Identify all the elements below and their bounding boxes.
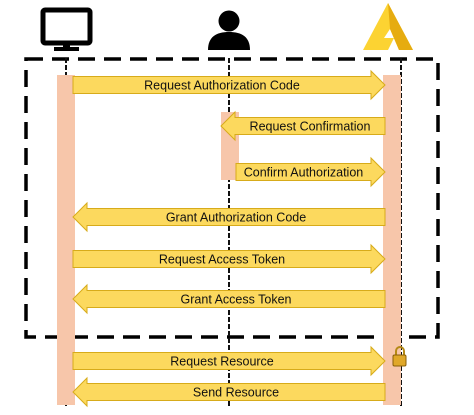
message-arrow: Send Resource [72,376,386,408]
arrow-shape [220,110,386,142]
arrow-shape [72,201,386,233]
message-arrow: Request Confirmation [220,110,386,142]
arrow-shape [235,156,386,188]
arrow-shape [72,69,386,101]
arrow-shape [72,283,386,315]
message-arrow: Request Authorization Code [72,69,386,101]
authorization-frame [24,57,440,339]
lock-icon [392,346,407,367]
message-label: Request Authorization Code [144,79,300,93]
arrow-shape [72,376,386,408]
message-label: Request Confirmation [250,120,371,134]
message-arrow: Grant Access Token [72,283,386,315]
message-label: Request Access Token [159,253,285,267]
message-label: Grant Authorization Code [166,211,306,225]
activation-bar-server [383,75,401,405]
arrow-shape [72,345,386,377]
a-logo-icon [363,3,413,50]
person-icon [208,10,250,50]
message-label: Confirm Authorization [244,166,364,180]
monitor-icon [40,7,93,51]
arrow-shape [72,243,386,275]
message-label: Request Resource [170,355,274,369]
message-arrow: Confirm Authorization [235,156,386,188]
message-arrow: Grant Authorization Code [72,201,386,233]
message-label: Grant Access Token [181,293,292,307]
message-arrow: Request Access Token [72,243,386,275]
message-arrow: Request Resource [72,345,386,377]
activation-bar-client [57,75,75,405]
message-label: Send Resource [193,386,279,400]
